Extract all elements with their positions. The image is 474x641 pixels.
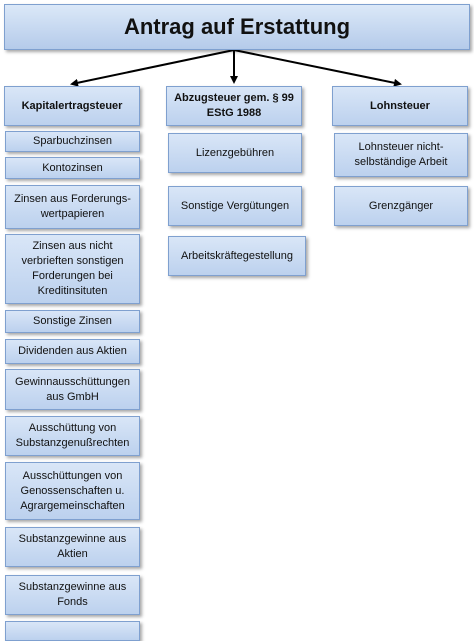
item-label: Sparbuchzinsen	[33, 135, 112, 147]
item-label: Dividenden aus Aktien	[18, 345, 127, 357]
item-label: Substanzgewinne aus Aktien	[18, 533, 127, 560]
item-grenzgaenger: Grenzgänger	[334, 186, 468, 226]
arrow-to-lohnsteuer	[233, 49, 402, 87]
header-label: Abzugsteuer gem. § 99 EStG 1988	[174, 92, 294, 119]
item-zinsen-nicht-verbrieft: Zinsen aus nicht verbrieften sonstigen F…	[5, 234, 140, 304]
header-lohnsteuer: Lohnsteuer	[332, 86, 468, 126]
item-label: Lizenzgebühren	[195, 146, 275, 159]
item-zinsen-forderungswertpapiere: Zinsen aus Forderungs- wertpapieren	[5, 185, 140, 229]
item-dividenden-aktien: Dividenden aus Aktien	[5, 339, 140, 364]
item-sonstige-verguetungen: Sonstige Vergütungen	[168, 186, 302, 226]
item-gewinnausschuettungen-gmbh: Gewinnausschüttungen aus GmbH	[5, 369, 140, 410]
item-substanzgewinne-fonds: Substanzgewinne aus Fonds	[5, 575, 140, 615]
item-label: Substanzgewinne aus Fonds	[18, 581, 127, 608]
root-title: Antrag auf Erstattung	[123, 14, 351, 39]
arrow-to-kapitalertragsteuer	[70, 49, 235, 87]
item-substanzgenussrechte: Ausschüttung von Substanzgenußrechten	[5, 416, 140, 456]
item-genossenschaften: Ausschüttungen von Genossenschaften u. A…	[5, 462, 140, 520]
item-label: Ausschüttungen von Genossenschaften u. A…	[20, 469, 125, 512]
header-abzugsteuer: Abzugsteuer gem. § 99 EStG 1988	[166, 86, 302, 126]
header-label: Lohnsteuer	[370, 99, 430, 112]
item-label: Ausschüttung von Substanzgenußrechten	[15, 422, 130, 449]
item-label: Kontozinsen	[42, 161, 103, 174]
item-cutoff	[5, 621, 140, 641]
item-label: Gewinnausschüttungen aus GmbH	[15, 375, 130, 403]
item-lohnsteuer-nichtselbstaendig: Lohnsteuer nicht-selbständige Arbeit	[334, 133, 468, 177]
item-label: Grenzgänger	[368, 199, 434, 212]
item-label: Sonstige Vergütungen	[180, 199, 290, 212]
item-label: Zinsen aus Forderungs- wertpapieren	[14, 193, 131, 220]
item-sparbuchzinsen: Sparbuchzinsen	[5, 131, 140, 152]
item-label: Sonstige Zinsen	[33, 315, 112, 327]
item-arbeitskraeftegestellung: Arbeitskräftegestellung	[168, 236, 306, 276]
item-sonstige-zinsen: Sonstige Zinsen	[5, 310, 140, 333]
root-title-box: Antrag auf Erstattung	[4, 4, 470, 50]
header-kapitalertragsteuer: Kapitalertragsteuer	[4, 86, 140, 126]
item-label: Arbeitskräftegestellung	[181, 249, 293, 262]
item-lizenzgebuehren: Lizenzgebühren	[168, 133, 302, 173]
header-label: Kapitalertragsteuer	[21, 99, 123, 112]
item-label: Lohnsteuer nicht-selbständige Arbeit	[354, 141, 448, 168]
item-substanzgewinne-aktien: Substanzgewinne aus Aktien	[5, 527, 140, 567]
item-label: Zinsen aus nicht verbrieften sonstigen F…	[21, 240, 124, 297]
item-kontozinsen: Kontozinsen	[5, 157, 140, 179]
